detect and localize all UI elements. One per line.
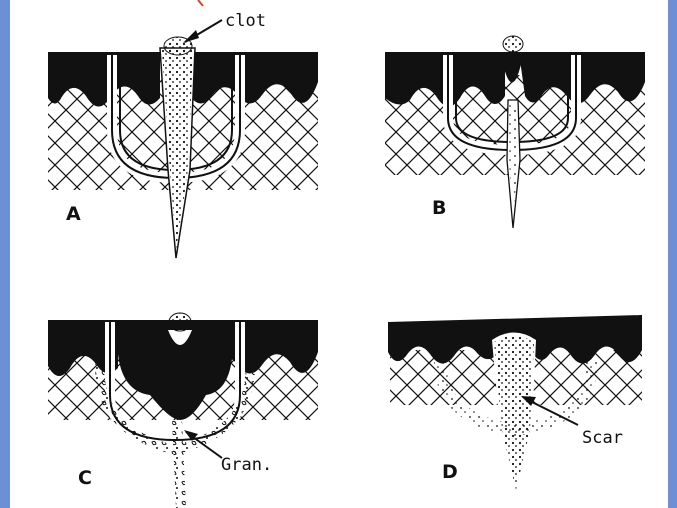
panel-d-label: D: [442, 461, 458, 483]
panel-b: B: [385, 36, 645, 228]
accent-mark: [198, 0, 203, 6]
clot-pointer-arrowhead: [183, 30, 199, 43]
clot-label: clot: [225, 11, 266, 31]
panel-c-label: C: [78, 467, 92, 489]
panel-a: clot A: [48, 11, 318, 258]
panel-c: Gran. C: [48, 313, 318, 508]
granulation-tract-c: [172, 420, 186, 508]
clot-mass-c: [169, 313, 191, 331]
panel-b-label: B: [432, 197, 446, 219]
panel-a-label: A: [66, 203, 81, 225]
scar-label: Scar: [582, 428, 623, 448]
panel-d: Scar D: [388, 315, 642, 495]
clot-mass-b: [503, 36, 523, 52]
gran-label: Gran.: [221, 455, 272, 475]
